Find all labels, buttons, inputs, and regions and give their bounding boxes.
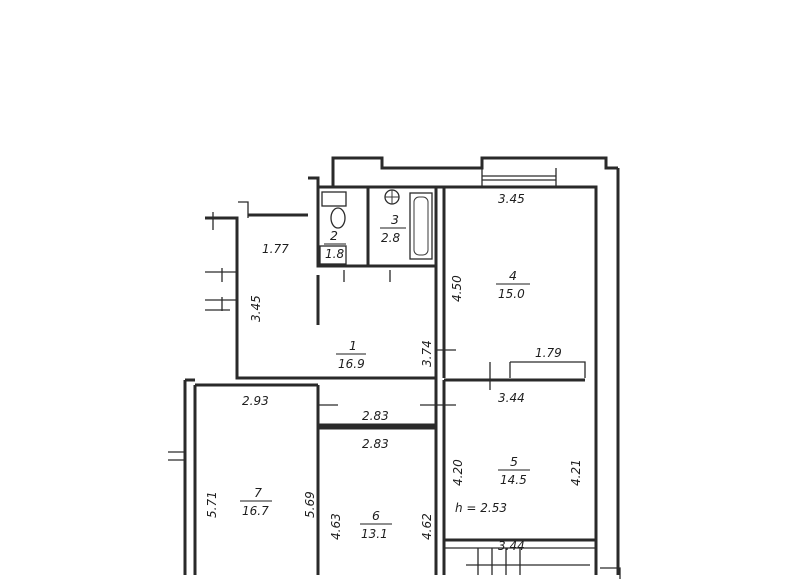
door-openings: [221, 268, 491, 406]
room-4-label: 4 15.0: [496, 268, 530, 301]
room-6-number: 6: [372, 508, 380, 523]
room-2-label: 2 1.8: [324, 228, 346, 261]
dim-room7-top: 2.93: [242, 394, 269, 408]
dimensions: 1.77 3.45 3.45 4.50 3.74 1.79 3.44 2.93 …: [205, 192, 583, 553]
room-7-area: 16.7: [242, 504, 269, 518]
dim-hall-left: 3.45: [249, 295, 263, 322]
dim-room6-right: 4.62: [420, 513, 434, 540]
room-1-area: 16.9: [338, 357, 365, 371]
room-2-area: 1.8: [325, 247, 344, 261]
fixtures: [319, 189, 433, 265]
room-1-label: 1 16.9: [336, 338, 366, 371]
ceiling-height: h = 2.53: [455, 501, 507, 515]
dim-room5-right: 4.21: [569, 459, 583, 486]
room-7-number: 7: [254, 485, 262, 500]
room-2-number: 2: [330, 228, 338, 243]
dim-room4-bottom: 1.79: [535, 346, 562, 360]
dim-room6-left: 4.63: [329, 513, 343, 540]
room-4-number: 4: [509, 268, 517, 283]
walls: [168, 156, 621, 579]
room-5-label: 5 14.5: [498, 454, 530, 487]
dim-room4-left: 4.50: [450, 275, 464, 302]
room-3-area: 2.8: [381, 231, 400, 245]
room-4-area: 15.0: [498, 287, 525, 301]
dim-room5-bottom: 3.44: [498, 539, 525, 553]
room-1-number: 1: [349, 338, 357, 353]
dim-room7-right: 5.69: [303, 491, 317, 518]
room-7-label: 7 16.7: [240, 485, 272, 518]
room-3-label: 3 2.8: [380, 212, 406, 245]
dim-room6-top: 2.83: [362, 437, 389, 451]
dim-hall-right: 3.74: [420, 340, 434, 367]
dim-hall-top: 1.77: [262, 242, 289, 256]
room-labels: 1 16.9 2 1.8 3 2.8 4 15.0 5 14.5 6 13.1: [240, 212, 530, 541]
dim-room5-left: 4.20: [451, 459, 465, 486]
room-6-area: 13.1: [361, 527, 388, 541]
room-6-label: 6 13.1: [360, 508, 392, 541]
dim-hall-bottom: 2.83: [362, 409, 389, 423]
room-5-number: 5: [510, 454, 518, 469]
dim-room5-top: 3.44: [498, 391, 525, 405]
dim-room4-top: 3.45: [498, 192, 525, 206]
room-3-number: 3: [391, 212, 399, 227]
dim-room7-left: 5.71: [205, 491, 219, 518]
room-5-area: 14.5: [500, 473, 527, 487]
